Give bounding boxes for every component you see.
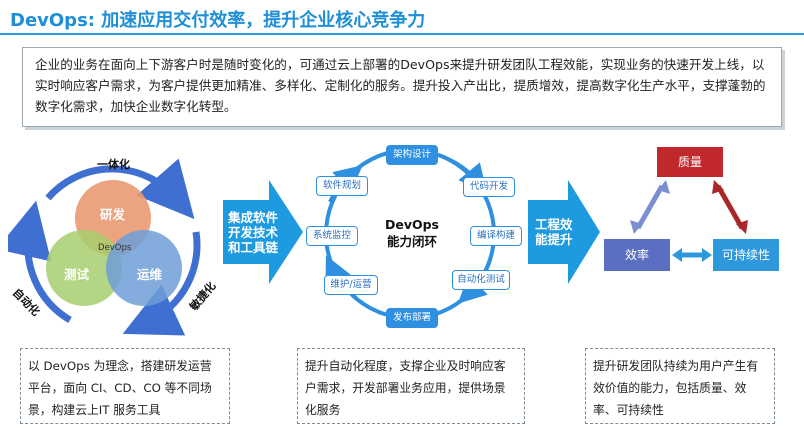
- stage-software-planning: 软件规划: [316, 176, 368, 196]
- title-divider: [0, 33, 804, 35]
- venn-label-ops: 运维: [137, 267, 163, 282]
- quality-box: 质量: [657, 147, 723, 177]
- efficiency-box: 效率: [604, 239, 670, 271]
- arrow-efficiency-label: 工程效能提升: [535, 217, 573, 247]
- sustainability-box: 可持续性: [713, 239, 779, 271]
- note-value: 提升研发团队持续为用户产生有效价值的能力，包括质量、效率、可持续性: [585, 348, 775, 424]
- arc-left: [8, 200, 72, 324]
- arrow-efficiency: [528, 180, 600, 284]
- arc-top: [45, 158, 195, 220]
- circle-ops: [106, 230, 182, 306]
- venn-label-research: 研发: [100, 207, 126, 222]
- arrow-toolchain: [223, 180, 303, 284]
- note-platform: 以 DevOps 为理念，搭建研发运营平台，面向 CI、CD、CO 等不同场景，…: [20, 348, 230, 424]
- stage-automated-testing: 自动化测试: [452, 270, 510, 290]
- stage-code-development: 代码开发: [463, 177, 515, 197]
- venn-label-devops: DevOps: [98, 243, 132, 253]
- arrow-toolchain-label: 集成软件开发技术和工具链: [228, 210, 279, 255]
- stage-system-monitoring: 系统监控: [306, 226, 358, 246]
- stage-build: 编译构建: [470, 226, 522, 246]
- arc-label-integration: 一体化: [97, 158, 130, 171]
- venn-label-test: 测试: [64, 267, 90, 282]
- stage-release-deploy: 发布部署: [386, 308, 438, 328]
- stage-architecture-design: 架构设计: [386, 145, 438, 165]
- arc-right: [122, 231, 201, 336]
- intro-paragraph: 企业的业务在面向上下游客户时是随时变化的，可通过云上部署的DevOps来提升研发…: [22, 47, 782, 127]
- note-automation: 提升自动化程度，支撑企业及时响应客户需求，开发部署业务应用，提供场景化服务: [297, 348, 525, 424]
- circle-test: [46, 230, 122, 306]
- stage-maintenance-ops: 维护/运营: [324, 275, 378, 295]
- page-title: DevOps: 加速应用交付效率，提升企业核心竞争力: [10, 10, 426, 31]
- venn-diagram: [8, 158, 201, 336]
- triangle-arrows: [630, 180, 748, 262]
